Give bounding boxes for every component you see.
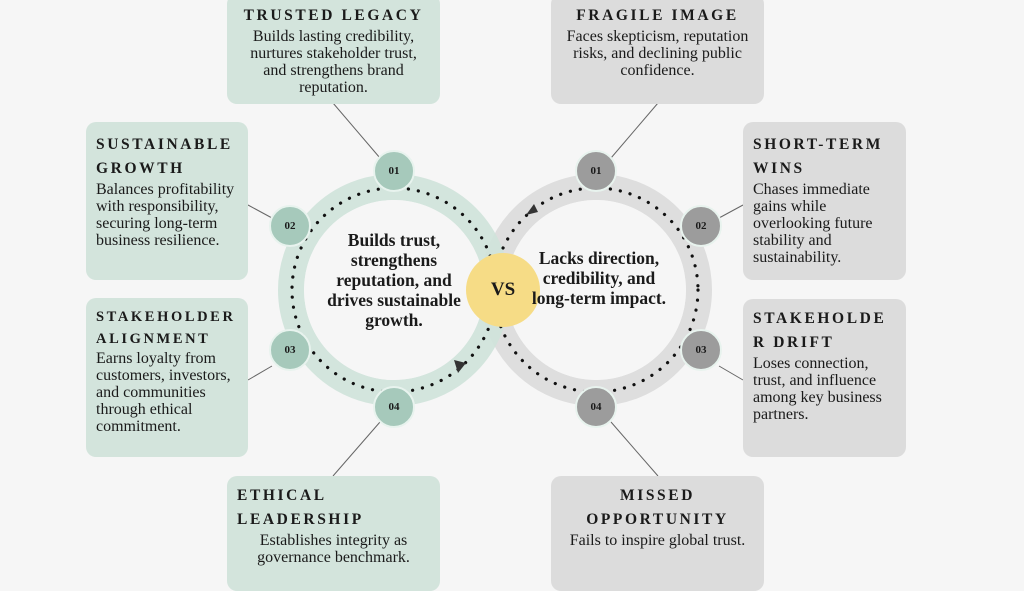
connector-line [610,421,659,477]
card-description: Builds lasting credibility, nurtures sta… [250,28,417,96]
right-center-text: Lacks direction, credibility, and long-t… [531,248,667,308]
left-node-01: 01 [373,150,415,192]
right-node-03: 03 [680,329,722,371]
card-description: Establishes integrity as governance benc… [257,532,410,566]
card-title: FRAGILE IMAGE [576,7,739,24]
connector-line [247,204,273,219]
card-description: Earns loyalty from customers, investors,… [96,350,231,435]
left-node-02: 02 [269,205,311,247]
connector-line [718,204,744,219]
card-title: SHORT-TERM WINS [753,136,883,177]
card-fragile-image: FRAGILE IMAGE Faces skepticism, reputati… [551,0,764,104]
card-description: Faces skepticism, reputation risks, and … [566,28,749,79]
left-node-04: 04 [373,386,415,428]
connector-line [718,365,744,381]
card-description: Balances profitability with responsibili… [96,181,235,249]
card-title: TRUSTED LEGACY [243,7,424,24]
card-description: Loses connection, trust, and influence a… [753,355,882,423]
card-trusted-legacy: TRUSTED LEGACY Builds lasting credibilit… [227,0,440,104]
connector-line [247,365,273,381]
right-node-02: 02 [680,205,722,247]
card-title: ETHICAL LEADERSHIP [237,487,364,528]
right-node-04: 04 [575,386,617,428]
card-ethical-leadership: ETHICAL LEADERSHIP Establishes integrity… [227,476,440,591]
right-inner [506,200,686,380]
connector-line [332,102,381,159]
right-node-01: 01 [575,150,617,192]
card-title: MISSED OPPORTUNITY [586,487,729,528]
connector-line [610,102,659,159]
card-stakeholder-drift: STAKEHOLDER DRIFT Loses connection, trus… [743,299,906,457]
card-title: SUSTAINABLE GROWTH [96,136,233,177]
card-sustainable-growth: SUSTAINABLE GROWTH Balances profitabilit… [86,122,248,280]
right-arrow-icon [526,204,538,215]
card-short-term-wins: SHORT-TERM WINS Chases immediate gains w… [743,122,906,280]
card-missed-opportunity: MISSED OPPORTUNITY Fails to inspire glob… [551,476,764,591]
connector-line [332,421,381,477]
card-description: Fails to inspire global trust. [569,532,746,549]
card-title: STAKEHOLDER DRIFT [753,310,887,351]
left-node-03: 03 [269,329,311,371]
card-description: Chases immediate gains while overlooking… [753,181,873,266]
left-inner [304,200,484,380]
card-title: STAKEHOLDER ALIGNMENT [96,309,236,347]
left-center-text: Builds trust, strengthens reputation, an… [327,230,461,330]
vs-badge: VS [466,253,540,327]
card-stakeholder-alignment: STAKEHOLDER ALIGNMENT Earns loyalty from… [86,298,248,457]
left-arrow-icon [454,360,466,373]
